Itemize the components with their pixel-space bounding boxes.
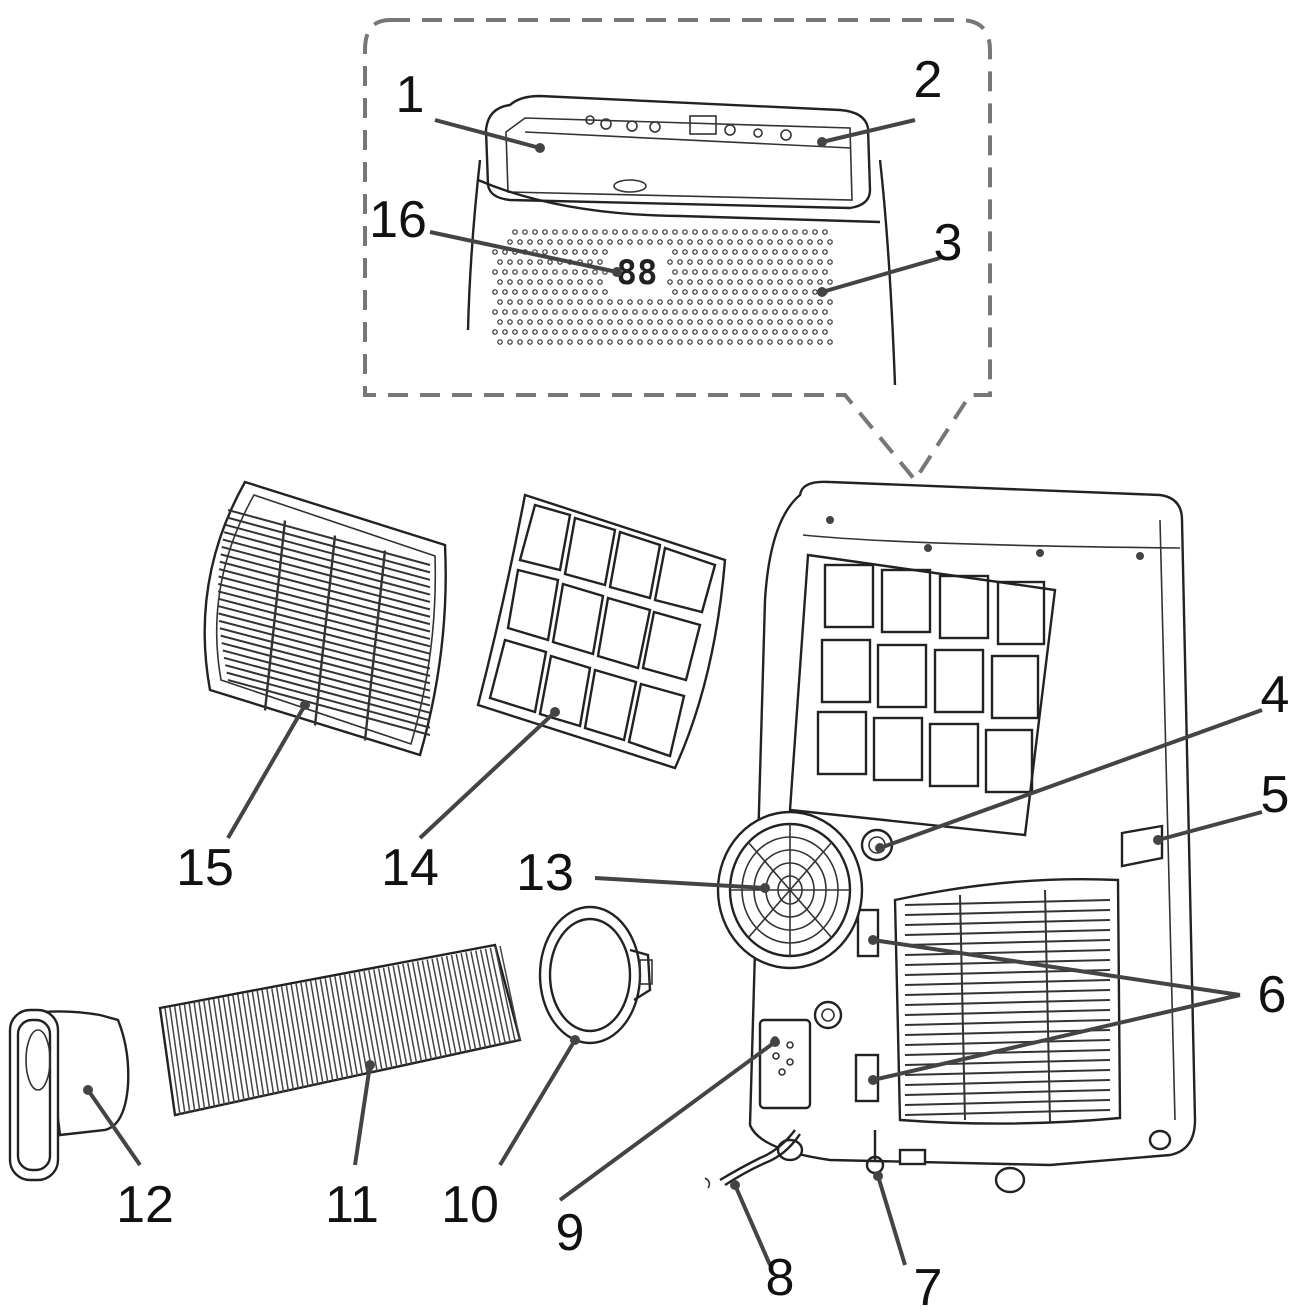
label-13: 13 [516, 844, 574, 902]
label-4: 4 [1261, 666, 1290, 724]
rear-filter-grid [816, 563, 1046, 794]
label-16: 16 [369, 191, 427, 249]
display-digits: 88 [617, 253, 658, 293]
label-15: 15 [176, 839, 234, 897]
leader-lines [83, 118, 1263, 1266]
exhaust-hose [158, 943, 522, 1117]
label-1: 1 [396, 66, 425, 124]
rear-air-outlet-grille [904, 889, 1111, 1123]
part-number-labels: 1 2 3 16 4 5 6 7 8 9 10 11 12 13 14 15 [116, 51, 1289, 1315]
window-adapter [8, 1008, 130, 1182]
label-14: 14 [381, 839, 439, 897]
label-8: 8 [766, 1249, 795, 1307]
label-11: 11 [325, 1176, 379, 1234]
label-9: 9 [556, 1204, 585, 1262]
label-2: 2 [914, 51, 943, 109]
label-5: 5 [1261, 766, 1290, 824]
zoom-callout-frame [363, 18, 992, 484]
hose-connector-ring [538, 905, 653, 1045]
label-12: 12 [116, 1176, 174, 1234]
label-6: 6 [1258, 966, 1287, 1024]
control-panel-buttons [585, 115, 792, 141]
front-grille-dots [492, 229, 833, 345]
air-filter-grille [203, 480, 447, 757]
main-unit [704, 480, 1197, 1194]
exhaust-outlet [716, 810, 864, 970]
air-filter [476, 493, 727, 770]
label-3: 3 [934, 214, 963, 272]
label-10: 10 [441, 1176, 499, 1234]
zoomed-unit-top: 88 [466, 94, 897, 386]
label-7: 7 [914, 1259, 943, 1315]
